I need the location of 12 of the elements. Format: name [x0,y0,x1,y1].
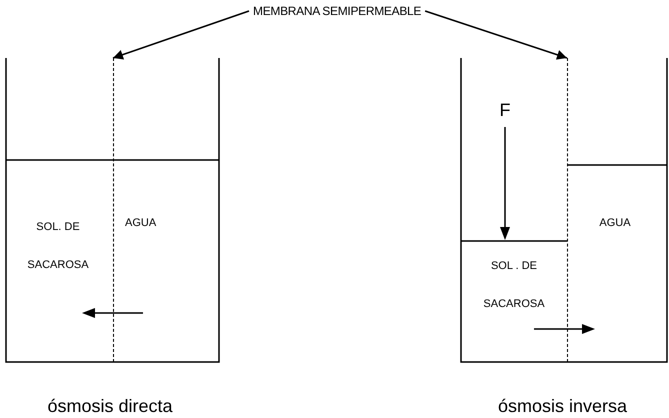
water-label: AGUA [598,217,632,230]
caption: ósmosis directa [46,396,174,418]
solution-label: SOL . DE SACAROSA [482,259,546,312]
membrane-line [112,58,114,362]
solution-label: SOL. DE SACAROSA [26,220,90,273]
leader-line [424,10,568,60]
water-label: AGUA [125,217,158,230]
force-label: F [498,100,512,122]
membrane-line [566,58,568,362]
caption: ósmosis inversa [496,396,628,418]
membrane-label: MEMBRANA SEMIPERMEABLE [253,4,422,18]
leader-line [112,10,250,60]
